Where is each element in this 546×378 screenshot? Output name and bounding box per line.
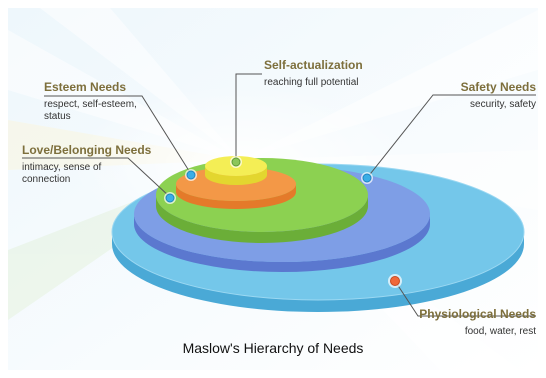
marker-safety [361,172,373,184]
leader-safety [366,94,536,179]
marker-self-actualization [230,156,242,168]
leader-lines [22,73,536,317]
leader-love-belonging [22,157,171,198]
leader-physiological [394,280,536,317]
marker-esteem [185,169,197,181]
label-safety-title: Safety Needs [460,80,536,94]
marker-physiological [388,274,402,288]
label-safety-desc: security, safety [470,99,536,110]
label-physiological-title: Physiological Needs [419,307,536,321]
marker-love-belonging [164,192,176,204]
label-physiological-desc: food, water, rest [464,326,536,337]
leader-esteem [44,95,192,175]
label-love-belonging-title: Love/Belonging Needs [22,143,152,157]
label-esteem-title: Esteem Needs [44,80,127,94]
label-esteem-desc: respect, self-esteem, status [44,99,137,122]
label-love-belonging-desc: intimacy, sense of connection [22,162,102,185]
label-self-actualization-desc: reaching full potential [264,77,359,88]
label-self-actualization-title: Self-actualization [264,58,363,72]
diagram-caption: Maslow's Hierarchy of Needs [182,340,364,356]
leader-self-actualization [235,73,262,160]
